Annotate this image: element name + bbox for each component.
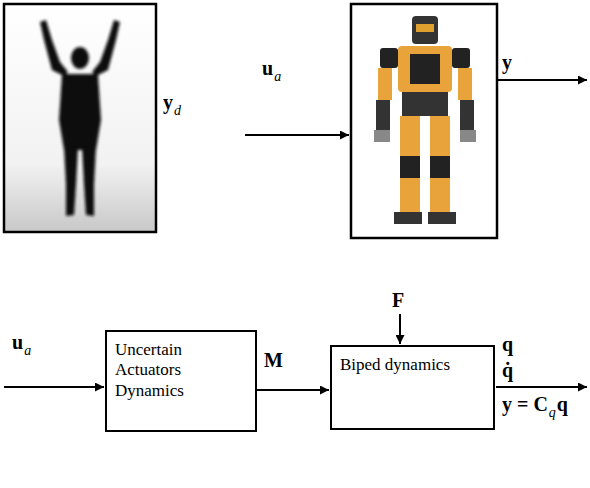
state-symbol: q [502, 334, 513, 354]
state-symbol: q̇ [502, 360, 513, 380]
output-equation: q [557, 394, 568, 414]
signal-symbol: y [163, 92, 173, 112]
robot-picture [351, 4, 497, 238]
process-box: Uncertain Actuators Dynamics [105, 330, 257, 432]
edge-label: M [263, 350, 284, 370]
process-box: Biped dynamics [330, 345, 495, 430]
subscript: a [24, 344, 31, 358]
signal-arrows [4, 80, 587, 387]
signal-symbol: u [262, 58, 273, 78]
box-text: Biped dynamics [340, 355, 485, 375]
force-symbol: F [392, 290, 404, 310]
silhouette-picture [4, 4, 156, 232]
connector-layer [257, 390, 329, 391]
signal-symbol: u [12, 332, 23, 352]
subscript: q [549, 406, 556, 420]
signal-symbol: y [502, 52, 512, 72]
box-text: Uncertain Actuators Dynamics [115, 340, 247, 401]
subscript: a [274, 70, 281, 84]
subscript: d [174, 104, 181, 118]
output-equation: y = C [502, 394, 548, 414]
signal-connector [257, 389, 329, 391]
